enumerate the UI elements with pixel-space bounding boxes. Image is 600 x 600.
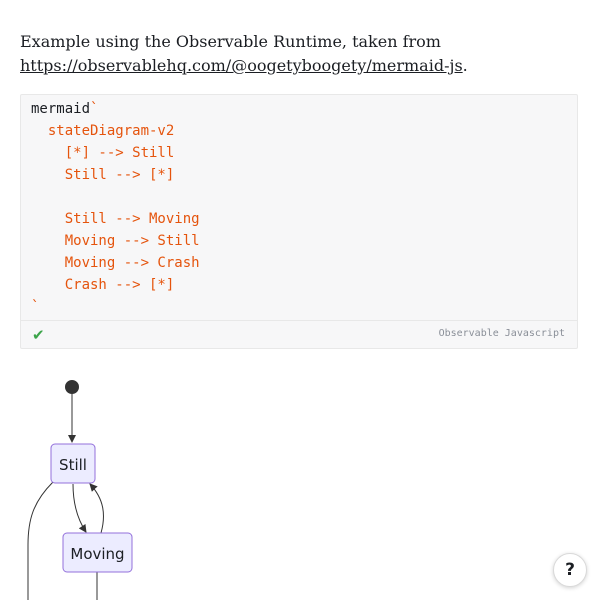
state-still[interactable]: Still (50, 443, 96, 484)
check-icon: ✔ (32, 326, 45, 344)
code-line-1-str: ` (90, 101, 99, 117)
state-diagram: Still Moving (27, 380, 133, 600)
state-still-label: Still (59, 456, 87, 474)
code-line-7: Moving --> Still (31, 233, 200, 249)
help-button[interactable]: ? (553, 553, 587, 587)
code-line-6: Still --> Moving (31, 211, 200, 227)
intro-paragraph: Example using the Observable Runtime, ta… (20, 30, 580, 78)
intro-period: . (462, 56, 468, 75)
state-moving[interactable]: Moving (62, 532, 133, 573)
code-line-8: Moving --> Crash (31, 255, 200, 271)
code-line-1-plain: mermaid (31, 101, 91, 117)
observable-link[interactable]: https://observablehq.com/@oogetyboogety/… (20, 56, 463, 75)
edge-moving-to-still (89, 483, 104, 534)
code-line-10: ` (31, 299, 40, 315)
start-state-dot (65, 380, 79, 394)
code-content[interactable]: mermaid` stateDiagram-v2 [*] --> Still S… (31, 98, 200, 318)
code-cell[interactable]: mermaid` stateDiagram-v2 [*] --> Still S… (20, 94, 578, 349)
edge-still-to-moving (72, 483, 87, 533)
code-cell-footer: ✔ Observable Javascript (21, 320, 577, 348)
code-line-3: [*] --> Still (31, 145, 175, 161)
code-line-9: Crash --> [*] (31, 277, 175, 293)
code-line-2: stateDiagram-v2 (31, 123, 175, 139)
intro-text: Example using the Observable Runtime, ta… (20, 32, 441, 51)
edge-still-to-end (27, 481, 54, 600)
state-moving-label: Moving (70, 545, 124, 563)
code-line-4: Still --> [*] (31, 167, 175, 183)
language-label: Observable Javascript (438, 328, 565, 339)
